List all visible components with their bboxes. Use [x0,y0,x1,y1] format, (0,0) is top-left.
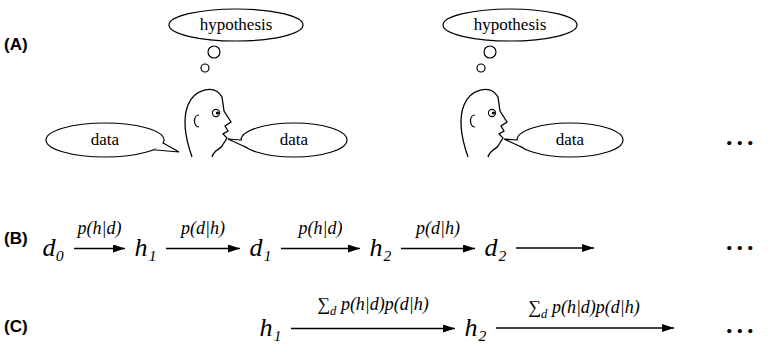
variable-symbol: d₁ [245,232,276,265]
arrow-connector [166,248,240,249]
sum-term: p(h|d)p(d|h) [336,294,428,314]
arrow-connector [291,328,455,329]
node-text: hypothesis [200,16,273,35]
bubble-ellipse [169,9,303,41]
ear [195,115,200,127]
bubble-ellipse [443,9,577,41]
sum-index: d [541,307,547,321]
node-text: data [556,131,584,150]
node-text: d₁ [249,234,271,263]
bubble-ellipse [46,123,164,157]
head-outline [461,89,507,157]
sum-sign: ∑ [317,294,330,314]
thought-dot [208,46,220,58]
node-text: h₁ [259,314,281,343]
variable-symbol: d₂ [480,232,511,265]
node-text: hypothesis [474,16,547,35]
head-figure [461,89,507,157]
node-text: d₂ [484,234,506,263]
bubble-tail-fill [504,139,522,147]
open-arrow [496,327,674,328]
bubble-ellipse [241,123,347,157]
open-arrow [516,247,594,248]
node-text: h₂ [369,234,391,263]
edge-label: p(d|h) [180,219,226,239]
thought-dot [484,46,496,58]
speech-bubble: data [45,122,165,158]
bubble-tail [153,143,179,152]
eye [212,109,219,116]
variable-symbol: h₁ [130,232,161,265]
sum-sign: ∑ [528,297,541,317]
head-figure [185,89,231,157]
arrow-label: ∑d p(h|d)p(d|h) [528,298,640,321]
thought-bubble: hypothesis [168,8,304,42]
edge-label: p(h|d) [77,219,123,239]
arrow-connector [401,248,475,249]
sum-term: p(h|d)p(d|h) [547,297,639,317]
pupil [492,111,495,114]
thought-dot [201,64,209,72]
bubble-tail-fill [153,143,179,152]
variable-symbol: h₁ [255,312,286,345]
thought-bubble: hypothesis [442,8,578,42]
edge-label: ∑d p(h|d)p(d|h) [316,295,430,318]
arrow-connector [281,248,360,249]
panel-label: (B) [4,230,28,249]
node-text: data [91,131,119,150]
variable-symbol: h₂ [365,232,396,265]
edge-label: p(h|d) [298,219,344,239]
continuation-mark: ... [726,229,758,255]
variable-symbol: d₀ [38,232,69,265]
speech-bubble: data [516,122,624,158]
variable-symbol: h₂ [460,312,491,345]
speech-bubble: data [240,122,348,158]
edge-label: p(d|h) [415,219,461,239]
node-text: d₀ [42,234,64,263]
bubble-ellipse [517,123,623,157]
ear [471,115,476,127]
bubble-tail-fill [228,139,246,147]
arrow-connector [74,248,125,249]
node-text: data [280,131,308,150]
node-text: h₁ [134,234,156,263]
sum-index: d [330,304,336,318]
bubble-tail [504,139,522,147]
bubble-tail [228,139,246,147]
panel-label: (A) [4,36,28,55]
node-text: h₂ [464,314,486,343]
thought-dot [477,64,485,72]
pupil [216,111,219,114]
panel-label: (C) [4,318,28,337]
head-outline [185,89,231,157]
eye [488,109,495,116]
continuation-mark: ... [726,124,758,150]
continuation-mark: ... [726,312,758,338]
